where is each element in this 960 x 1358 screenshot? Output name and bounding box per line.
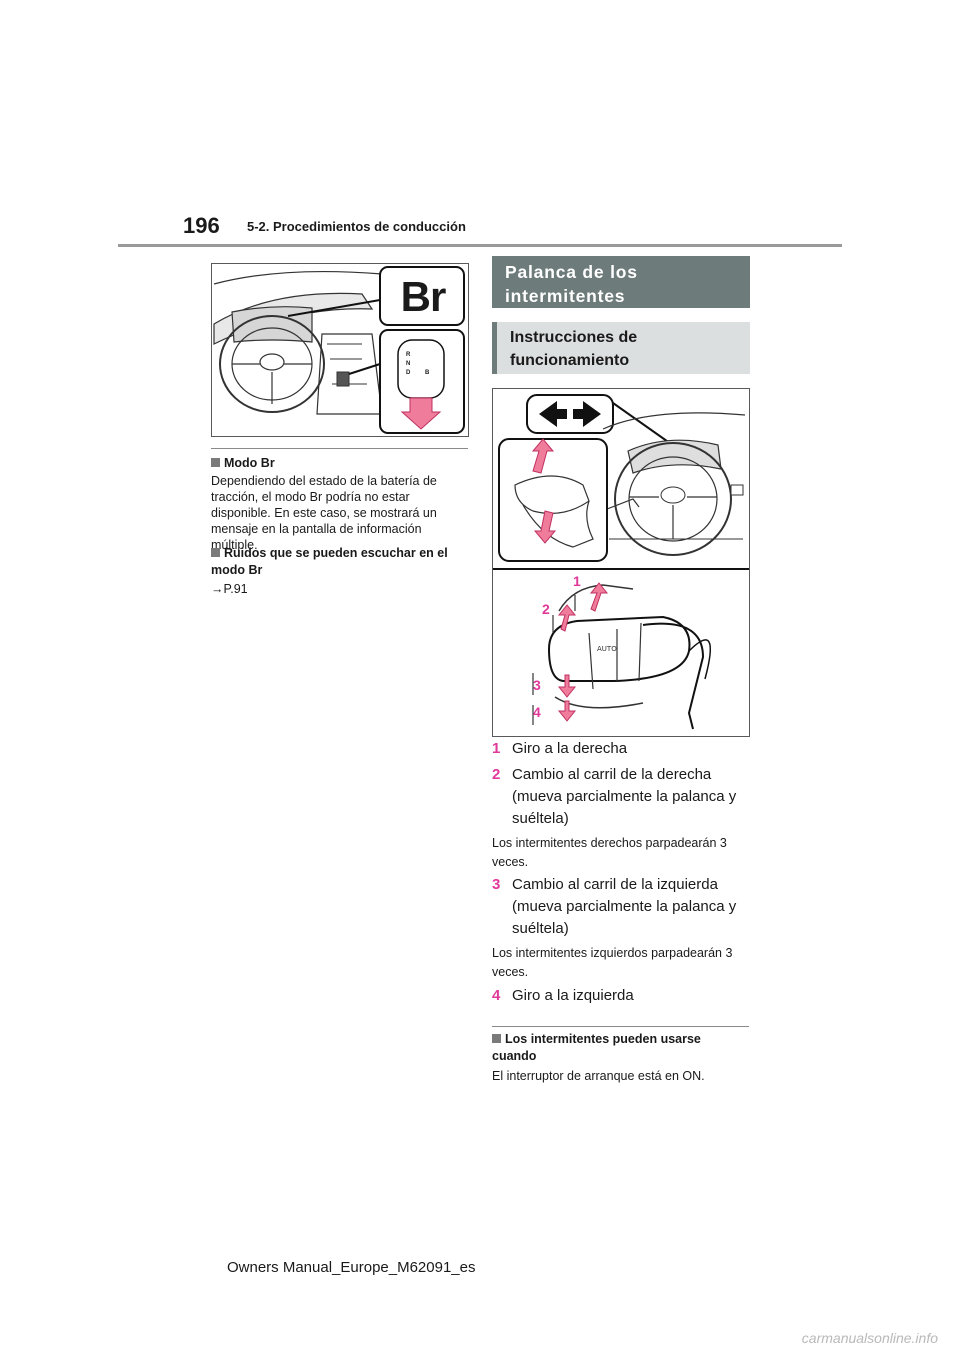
lever-label-4: 4 bbox=[533, 704, 541, 720]
shift-label-b: B bbox=[425, 370, 430, 376]
watermark: carmanualsonline.info bbox=[801, 1330, 938, 1346]
turn-signal-banner: Palanca de los intermitentes bbox=[492, 256, 750, 308]
svg-text:AUTO: AUTO bbox=[597, 645, 617, 653]
lever-label-3: 3 bbox=[533, 677, 541, 693]
square-bullet-icon bbox=[211, 548, 220, 557]
usage-heading: Los intermitentes pueden usarse cuando bbox=[492, 1032, 701, 1063]
shift-label-d: D bbox=[406, 370, 411, 376]
noises-heading: Ruidos que se pueden escuchar en el modo… bbox=[211, 546, 448, 577]
manual-footer: Owners Manual_Europe_M62091_es bbox=[227, 1259, 476, 1276]
br-badge-text: Br bbox=[400, 273, 447, 320]
instructions-banner: Instrucciones de funcionamiento bbox=[492, 322, 750, 374]
square-bullet-icon bbox=[492, 1034, 501, 1043]
usage-text: El interruptor de arranque está en ON. bbox=[492, 1069, 705, 1083]
turn-signal-illustration: AUTO 1 2 3 4 bbox=[492, 388, 750, 737]
noises-reference: →P.91 bbox=[211, 582, 248, 596]
page-number: 196 bbox=[183, 213, 220, 238]
left-section-rule bbox=[211, 448, 468, 449]
mode-br-text: Dependiendo del estado de la batería de … bbox=[211, 474, 437, 552]
mode-br-heading: Modo Br bbox=[211, 455, 468, 472]
section-title: 5-2. Procedimientos de conducción bbox=[247, 219, 466, 234]
right-section-rule bbox=[492, 1026, 749, 1027]
note-right-signals: Los intermitentes derechos parpadearán 3… bbox=[492, 836, 727, 869]
note-left-signals: Los intermitentes izquierdos parpadearán… bbox=[492, 946, 733, 979]
lever-label-2: 2 bbox=[542, 601, 550, 617]
shift-label-r: R bbox=[406, 352, 411, 358]
br-mode-illustration: Br R N D B bbox=[211, 263, 469, 437]
shift-label-n: N bbox=[406, 361, 411, 367]
lever-label-1: 1 bbox=[573, 573, 581, 589]
square-bullet-icon bbox=[211, 458, 220, 467]
header-divider bbox=[118, 244, 842, 247]
